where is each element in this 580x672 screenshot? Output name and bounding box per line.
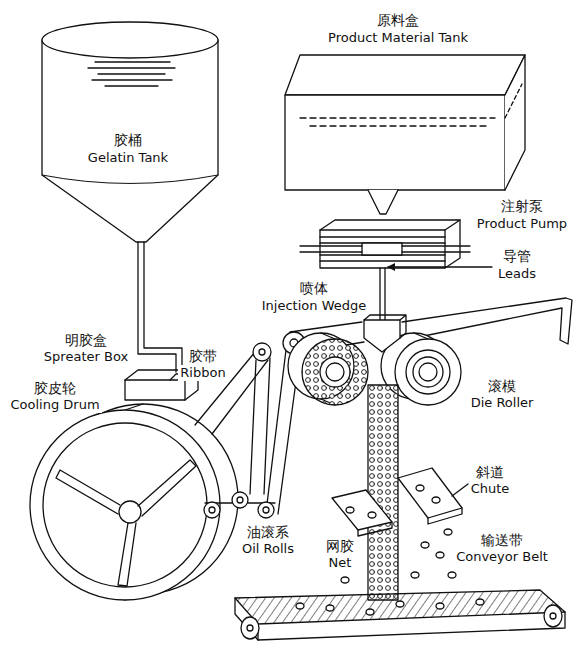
injection-wedge: [364, 315, 406, 352]
part-label: 网胶: [324, 538, 356, 555]
part-label: 胶桶: [112, 132, 144, 149]
gelatin-pipe: [144, 242, 182, 372]
oil-rolls: [204, 492, 275, 518]
part-label: Injection Wedge: [260, 298, 368, 314]
part-label: Spreater Box: [42, 349, 130, 365]
cooling-drum: [30, 404, 238, 600]
part-label: Gelatin Tank: [86, 150, 170, 166]
chute: [332, 468, 468, 536]
part-label: Net: [327, 555, 354, 571]
part-label: Conveyor Belt: [454, 549, 550, 565]
part-label: 胶皮轮: [32, 380, 78, 397]
part-label: 油滚系: [245, 524, 291, 541]
conveyor-belt: [235, 590, 565, 640]
capsules: [341, 485, 456, 583]
gelatin-tank: [42, 22, 218, 242]
part-label: Oil Rolls: [240, 541, 296, 557]
part-label: 胶带: [187, 348, 219, 365]
part-label: 明胶盒: [63, 332, 109, 349]
part-label: 导管: [501, 248, 533, 265]
product-material-tank: [285, 55, 525, 214]
product-pump: [300, 220, 470, 268]
part-label: Ribbon: [178, 365, 227, 381]
part-label: 注射泵: [499, 198, 545, 215]
part-label: 滚模: [486, 378, 518, 395]
part-label: Chute: [469, 481, 512, 497]
die-roller: [288, 333, 368, 405]
part-label: Cooling Drum: [8, 397, 101, 413]
leader-line: [388, 266, 492, 267]
gelatin-net: [368, 385, 398, 600]
part-label: Product Material Tank: [326, 30, 470, 46]
part-label: Leads: [496, 266, 538, 282]
part-label: 斜道: [474, 464, 506, 481]
part-label: 原料盒: [375, 12, 421, 29]
part-label: Die Roller: [469, 395, 536, 411]
leader-line: [452, 484, 468, 496]
lead-pipe: [380, 268, 385, 320]
part-label: 输送带: [479, 532, 525, 549]
part-label: 喷体: [298, 280, 330, 297]
part-label: Product Pump: [475, 216, 569, 232]
